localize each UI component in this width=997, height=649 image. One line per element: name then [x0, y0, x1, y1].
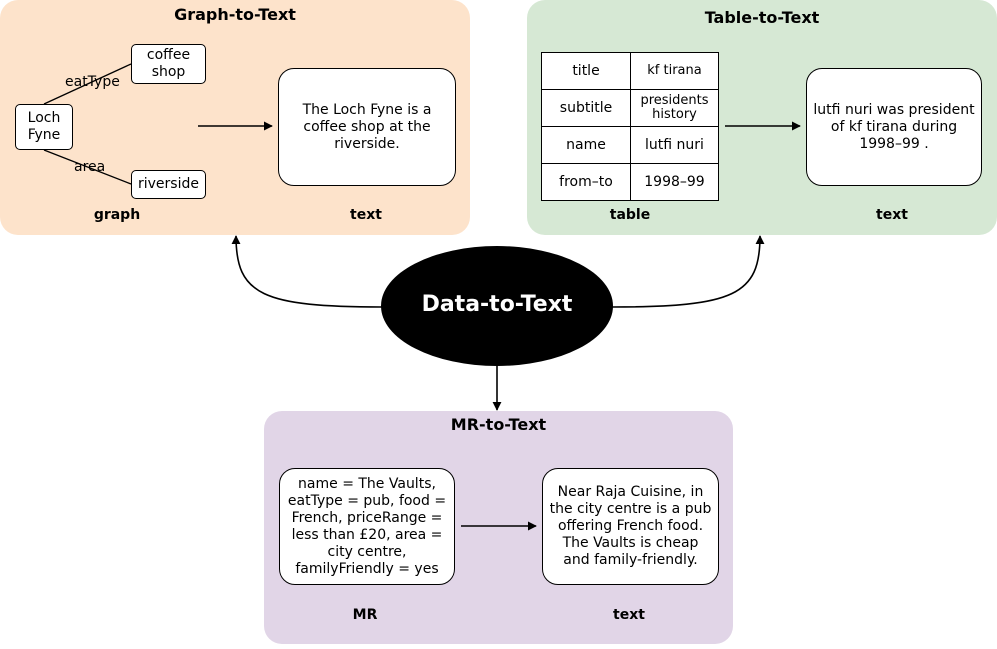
- data-to-text-ellipse: [381, 246, 613, 366]
- edge-line-eattype: [43, 63, 132, 105]
- table-cell-value: lutfi nuri: [630, 126, 719, 164]
- graph-panel-title: Graph-to-Text: [174, 5, 296, 24]
- mr-input-text-content: name = The Vaults, eatType = pub, food =…: [287, 475, 447, 577]
- table-row: title kf tirana: [541, 52, 719, 90]
- graph-label: graph: [93, 207, 141, 223]
- table-to-text-panel: Table-to-Text title kf tirana subtitle p…: [527, 0, 997, 235]
- table-output-text-content: lutfi nuri was president of kf tirana du…: [813, 101, 975, 152]
- table-cell-key: from–to: [541, 163, 631, 201]
- table-row: from–to 1998–99: [541, 163, 719, 201]
- table-panel-title: Table-to-Text: [704, 8, 820, 27]
- graph-to-text-panel: Graph-to-Text Loch Fyne coffee shop rive…: [0, 0, 470, 235]
- graph-output-text-content: The Loch Fyne is a coffee shop at the ri…: [302, 101, 432, 152]
- mr-label: MR: [352, 607, 378, 623]
- mr-to-text-panel: MR-to-Text name = The Vaults, eatType = …: [264, 411, 733, 644]
- graph-output-text: The Loch Fyne is a coffee shop at the ri…: [278, 68, 456, 186]
- table-row: name lutfi nuri: [541, 126, 719, 164]
- table-cell-value: 1998–99: [630, 163, 719, 201]
- table-output-text: lutfi nuri was president of kf tirana du…: [806, 68, 982, 186]
- table-text-label: text: [876, 207, 908, 223]
- node-riverside: riverside: [131, 170, 206, 199]
- mr-text-label: text: [613, 607, 645, 623]
- edge-line-area: [43, 149, 132, 185]
- table-cell-key: subtitle: [541, 89, 631, 127]
- table-label: table: [609, 207, 651, 223]
- data-table: title kf tirana subtitle presidents hist…: [541, 52, 719, 201]
- table-cell-key: name: [541, 126, 631, 164]
- node-coffee-shop: coffee shop: [131, 44, 206, 84]
- connector-to-graph: [231, 235, 385, 308]
- center-label: Data-to-Text: [421, 292, 573, 317]
- table-row: subtitle presidents history: [541, 89, 719, 127]
- mr-output-text: Near Raja Cuisine, in the city centre is…: [542, 468, 719, 585]
- mr-output-text-content: Near Raja Cuisine, in the city centre is…: [549, 484, 712, 568]
- table-cell-value: presidents history: [630, 89, 719, 127]
- node-loch-fyne: Loch Fyne: [15, 104, 73, 150]
- table-cell-key: title: [541, 52, 631, 90]
- mr-panel-title: MR-to-Text: [450, 415, 547, 434]
- graph-text-label: text: [350, 207, 382, 223]
- connector-to-table: [611, 235, 765, 308]
- mr-input-text: name = The Vaults, eatType = pub, food =…: [279, 468, 455, 585]
